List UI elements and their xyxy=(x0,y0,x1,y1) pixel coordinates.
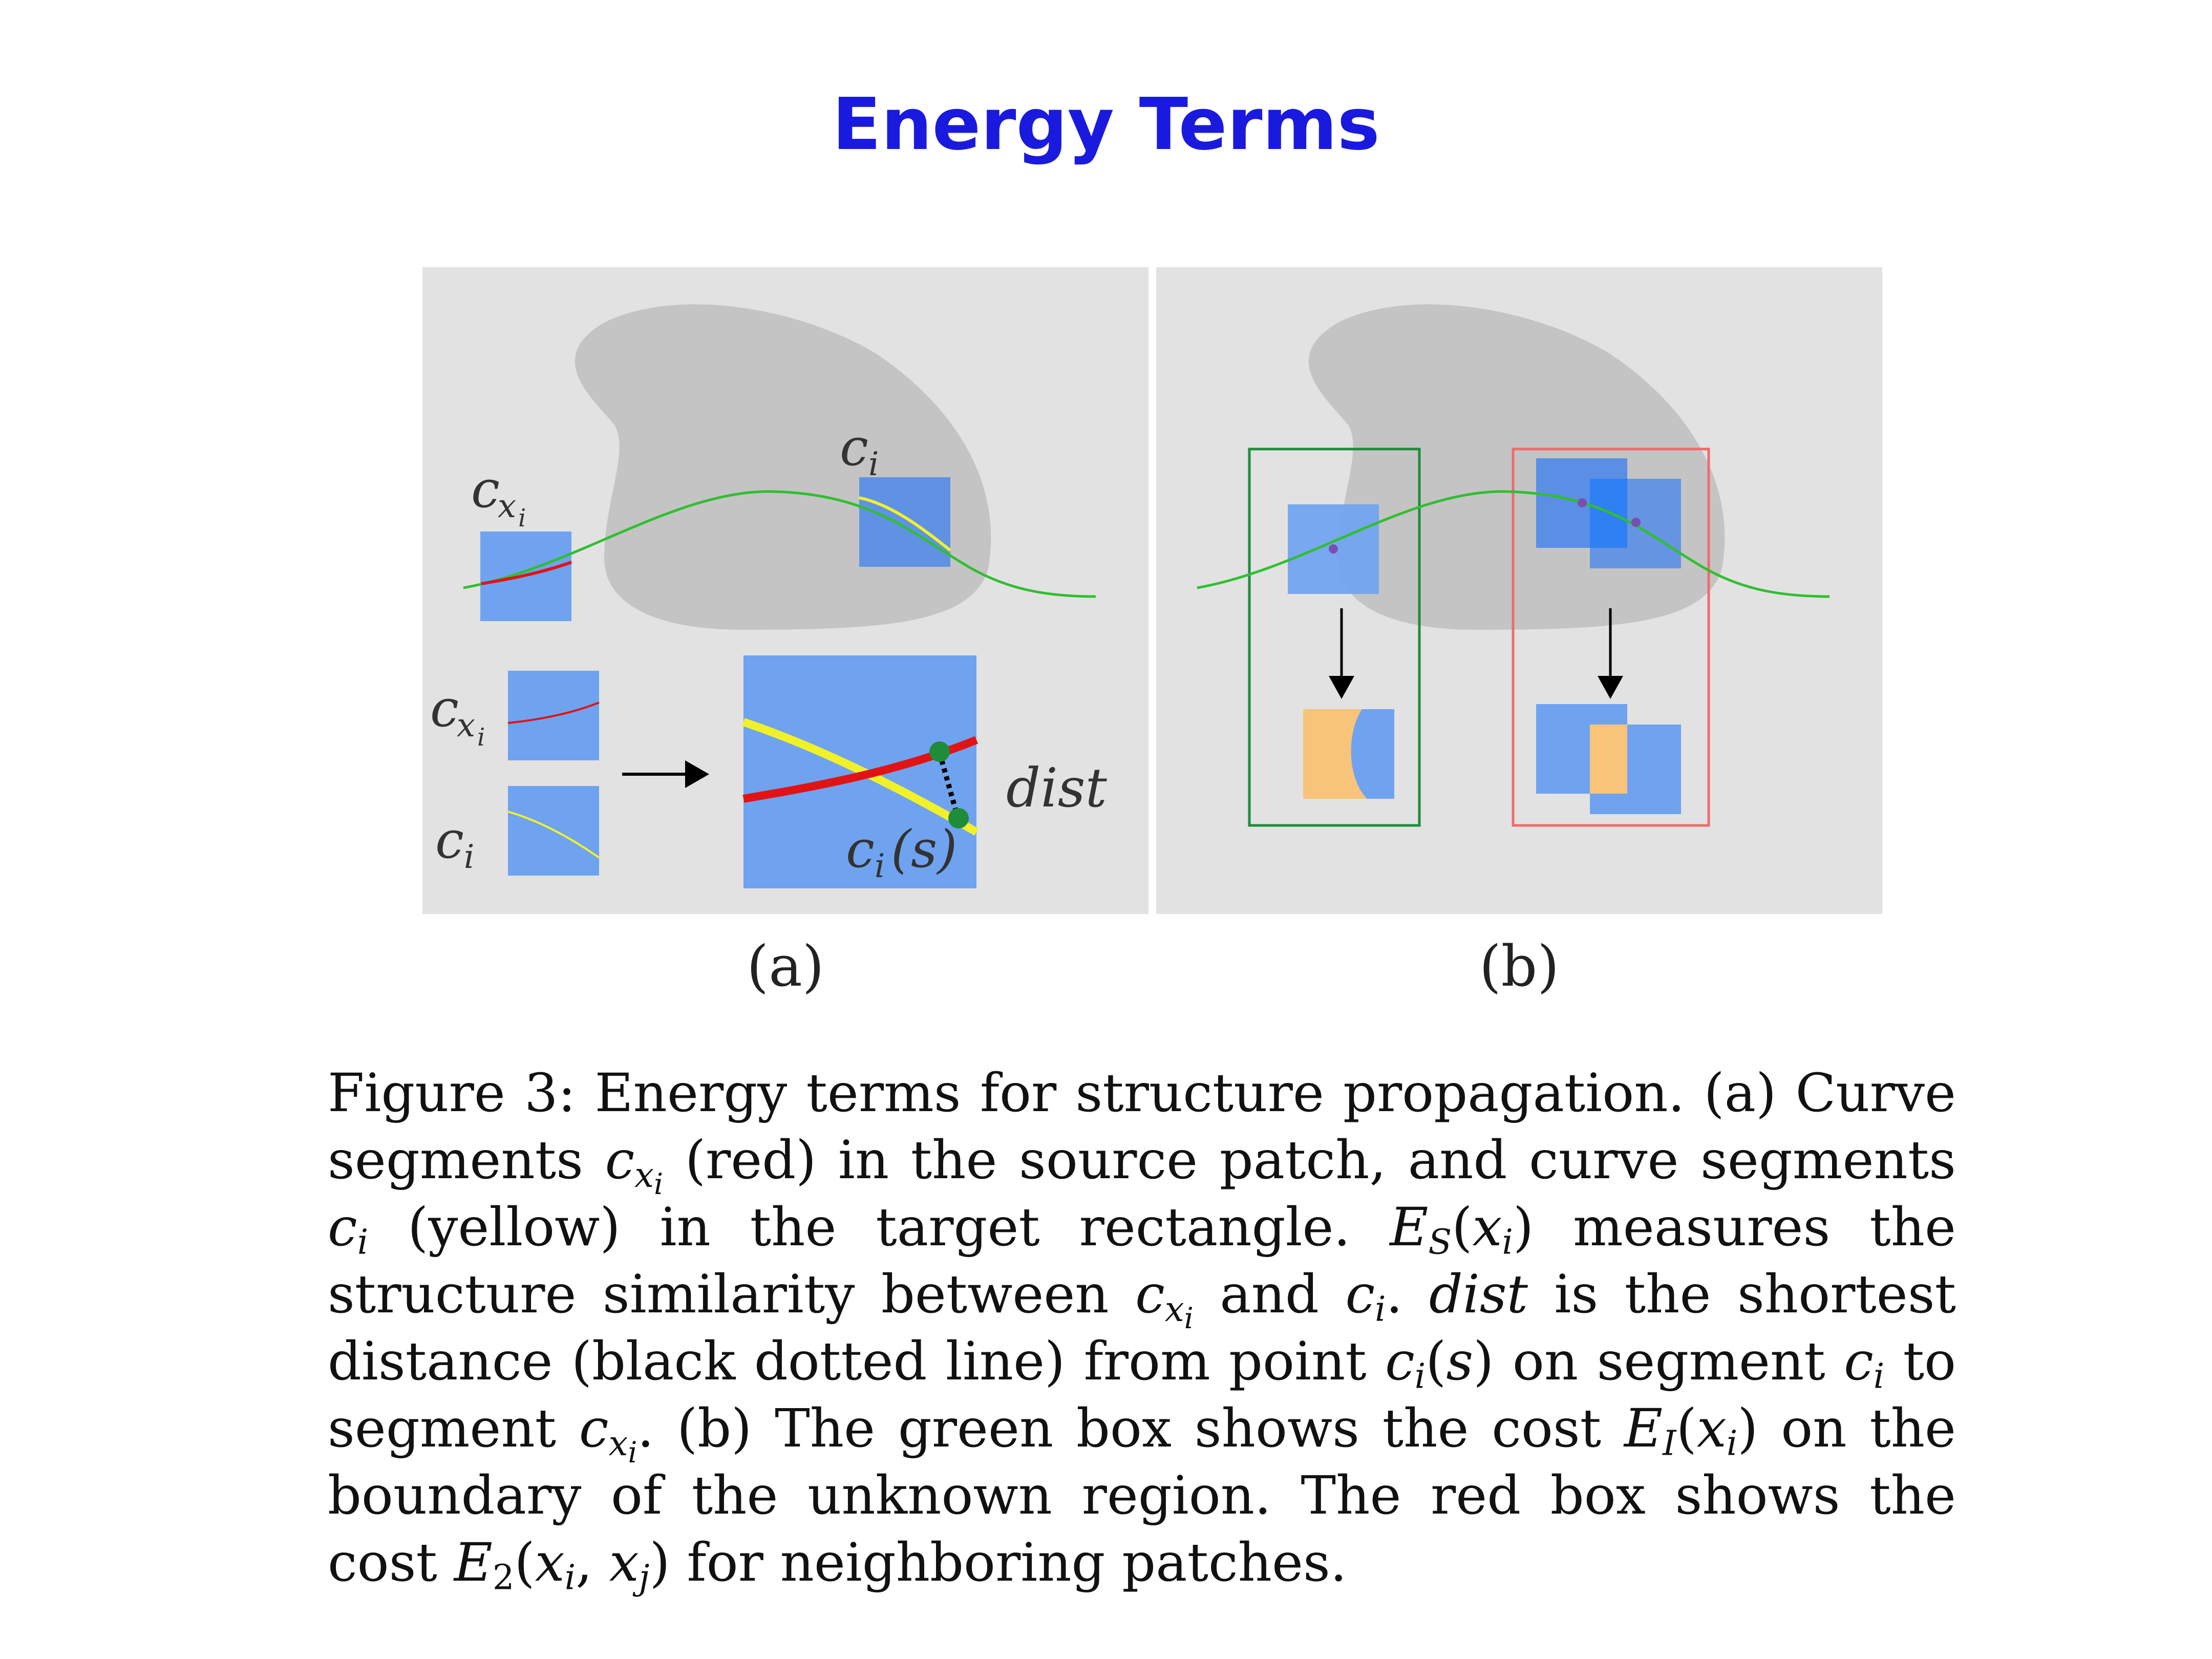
svg-text:i: i xyxy=(875,847,885,885)
svg-text:c: c xyxy=(840,417,868,477)
small-curve-red xyxy=(507,701,600,724)
dist-dotted-line xyxy=(937,752,960,818)
curve-green-a xyxy=(463,490,1096,598)
arrow-down-red xyxy=(1598,608,1623,699)
red-cost-box xyxy=(1512,448,1710,827)
arrow-right-a xyxy=(622,760,709,788)
curve-yellow-a xyxy=(859,496,951,552)
green-cost-box xyxy=(1248,448,1421,827)
label-dist: dist xyxy=(1006,757,1108,819)
label-c-xi-top: c x i xyxy=(471,459,526,533)
panel-a-label: (a) xyxy=(747,933,824,999)
svg-text:x: x xyxy=(457,707,475,745)
svg-text:c: c xyxy=(471,459,500,519)
curve-point-b1 xyxy=(1329,544,1338,554)
panel-a: c x i c i c x i c i dist xyxy=(422,267,1148,914)
svg-text:i: i xyxy=(518,504,526,533)
neighbor-result-patches xyxy=(1536,704,1681,814)
svg-text:(s): (s) xyxy=(891,819,957,879)
label-c-i-top: c i xyxy=(840,417,879,483)
small-curve-yellow xyxy=(507,811,600,859)
figure-caption: Figure 3: Energy terms for structure pro… xyxy=(328,1062,1956,1598)
curve-point-b3 xyxy=(1631,518,1641,527)
label-c-xi-left: c x i xyxy=(430,678,485,752)
zoom-curve-yellow xyxy=(742,718,979,836)
svg-text:x: x xyxy=(498,487,516,525)
svg-text:c: c xyxy=(846,819,875,879)
svg-text:i: i xyxy=(477,723,485,752)
curve-point-b2 xyxy=(1578,498,1587,507)
panel-b xyxy=(1156,267,1882,914)
svg-text:i: i xyxy=(464,838,474,876)
panel-b-label: (b) xyxy=(1479,933,1559,999)
curve-red-a xyxy=(481,561,572,585)
boundary-result-patch xyxy=(1303,709,1394,799)
arrow-down-green xyxy=(1329,608,1354,699)
svg-text:c: c xyxy=(430,678,459,738)
svg-text:c: c xyxy=(435,810,464,870)
target-patch-a xyxy=(859,477,950,567)
svg-text:i: i xyxy=(868,445,879,483)
label-ci-s: c i (s) xyxy=(846,819,957,885)
slide-title: Energy Terms xyxy=(832,83,1380,166)
dist-point-bottom xyxy=(948,808,969,828)
dist-point-top xyxy=(929,741,950,762)
label-c-i-left: c i xyxy=(435,810,474,876)
